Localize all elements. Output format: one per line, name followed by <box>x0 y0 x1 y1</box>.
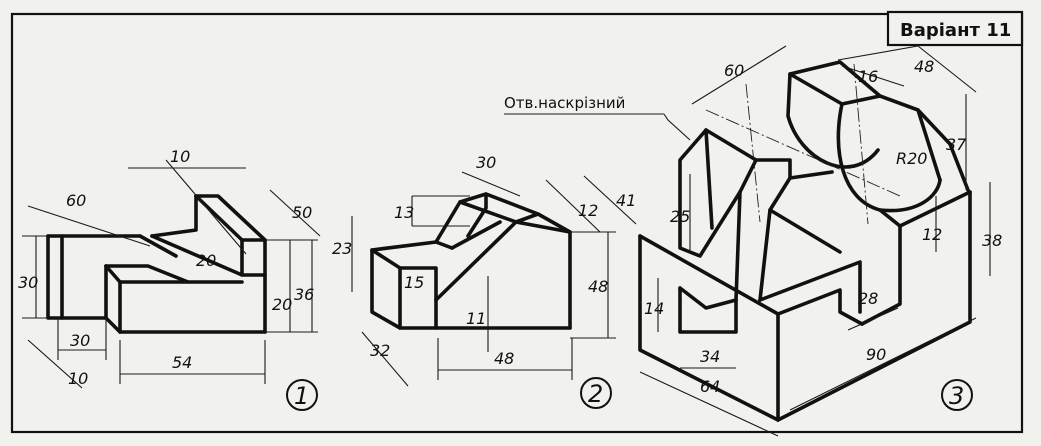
part-3-dimension-labels: 60 48 16 37 R20 25 38 12 14 28 34 90 64 <box>644 57 1002 396</box>
dim-label: 16 <box>858 67 878 86</box>
dim-label: 13 <box>394 203 414 222</box>
dim-label: 12 <box>578 201 598 220</box>
dim-label: 23 <box>332 239 352 258</box>
dim-label: 28 <box>858 289 878 308</box>
dim-label: 48 <box>588 277 608 296</box>
dim-label: 48 <box>914 57 934 76</box>
dim-label: 20 <box>272 295 292 314</box>
dim-label: 10 <box>68 369 88 388</box>
dim-label: 11 <box>466 309 486 328</box>
dim-label: 34 <box>700 347 720 366</box>
dim-label: 14 <box>644 299 664 318</box>
figure-number-3: 3 <box>941 379 973 411</box>
variant-title: Варіант 11 <box>900 20 1011 41</box>
dim-label: 36 <box>294 285 314 304</box>
figure-number-2: 2 <box>580 377 612 409</box>
dim-label: 12 <box>922 225 942 244</box>
dim-label: 15 <box>404 273 424 292</box>
part-1-drawing <box>22 159 321 389</box>
dim-label: 50 <box>292 203 312 222</box>
dim-label: 30 <box>476 153 496 172</box>
sheet-frame <box>10 12 1024 434</box>
dim-label: 20 <box>196 251 216 270</box>
dim-label: 60 <box>724 61 744 80</box>
dim-label: R20 <box>896 149 927 168</box>
figure-number-1: 1 <box>286 379 318 411</box>
dim-label: 90 <box>866 345 886 364</box>
dim-label: 38 <box>982 231 1002 250</box>
part-2-dimension-labels: 30 13 12 41 23 15 48 11 32 48 <box>332 153 636 368</box>
dim-label: 64 <box>700 377 720 396</box>
part-2-drawing <box>351 171 637 387</box>
dim-label: 25 <box>670 207 690 226</box>
part-1-dimension-labels: 60 10 50 30 20 20 36 30 10 54 <box>18 147 314 388</box>
dim-label: 10 <box>170 147 190 166</box>
dim-label: 30 <box>18 273 38 292</box>
dim-label: 37 <box>946 135 967 154</box>
variant-title-box <box>886 10 1024 47</box>
part-3-drawing <box>638 45 991 437</box>
figure-number-label: 2 <box>588 380 603 408</box>
dim-label: 60 <box>66 191 86 210</box>
figure-number-label: 1 <box>294 382 309 410</box>
dim-label: 30 <box>70 331 90 350</box>
figure-number-label: 3 <box>949 382 964 410</box>
through-hole-note: Отв.наскрізний <box>504 94 625 112</box>
dim-label: 41 <box>616 191 636 210</box>
dim-label: 54 <box>172 353 192 372</box>
dim-label: 48 <box>494 349 514 368</box>
dim-label: 32 <box>370 341 390 360</box>
